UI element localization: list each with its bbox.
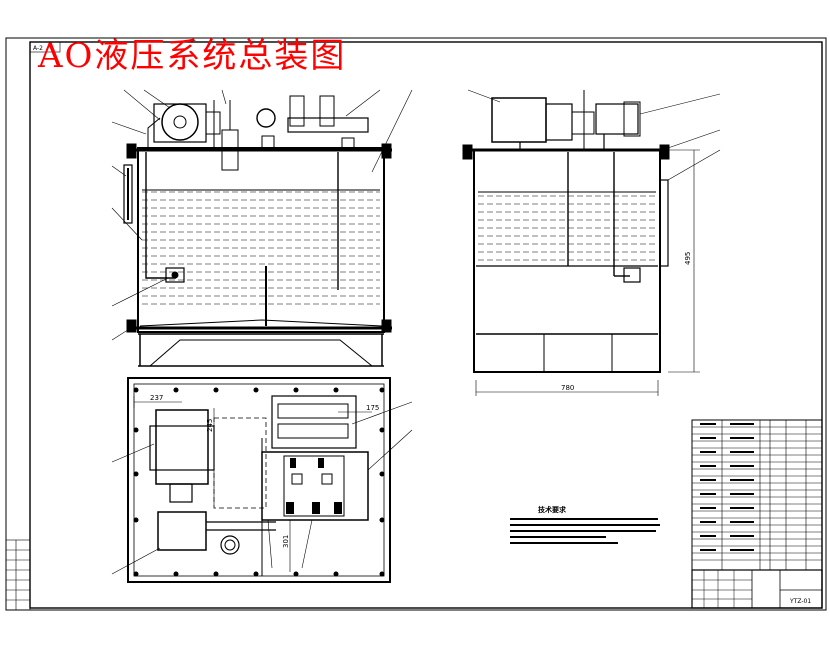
side-view-dimensions [467,89,721,396]
sheet-code: A-2 [33,45,43,52]
front-view [123,95,392,367]
front-view-leaders [111,89,413,341]
drawing-number: YTZ-01 [789,598,811,605]
title-block [691,569,823,609]
outer-frame [5,37,827,611]
drawing-title: AO液压系统总装图 [38,36,347,76]
inner-frame [29,41,823,609]
dim-width-side: 780 [561,384,574,392]
dim-plan-mid: 245 [206,419,214,432]
dim-plan-vertical: 301 [282,535,290,548]
side-view [462,90,670,373]
parts-list [691,419,823,571]
technical-notes-lines [510,518,660,544]
revision-strip [5,539,31,611]
dim-plan-offset: 237 [150,394,163,402]
dim-height-side: 495 [684,252,692,265]
plan-view [127,377,391,583]
plan-view-dimensions [111,396,413,575]
sheet-code-box [29,41,61,53]
dim-plan-small: 175 [366,404,379,412]
technical-notes-heading: 技术要求 [538,505,567,514]
